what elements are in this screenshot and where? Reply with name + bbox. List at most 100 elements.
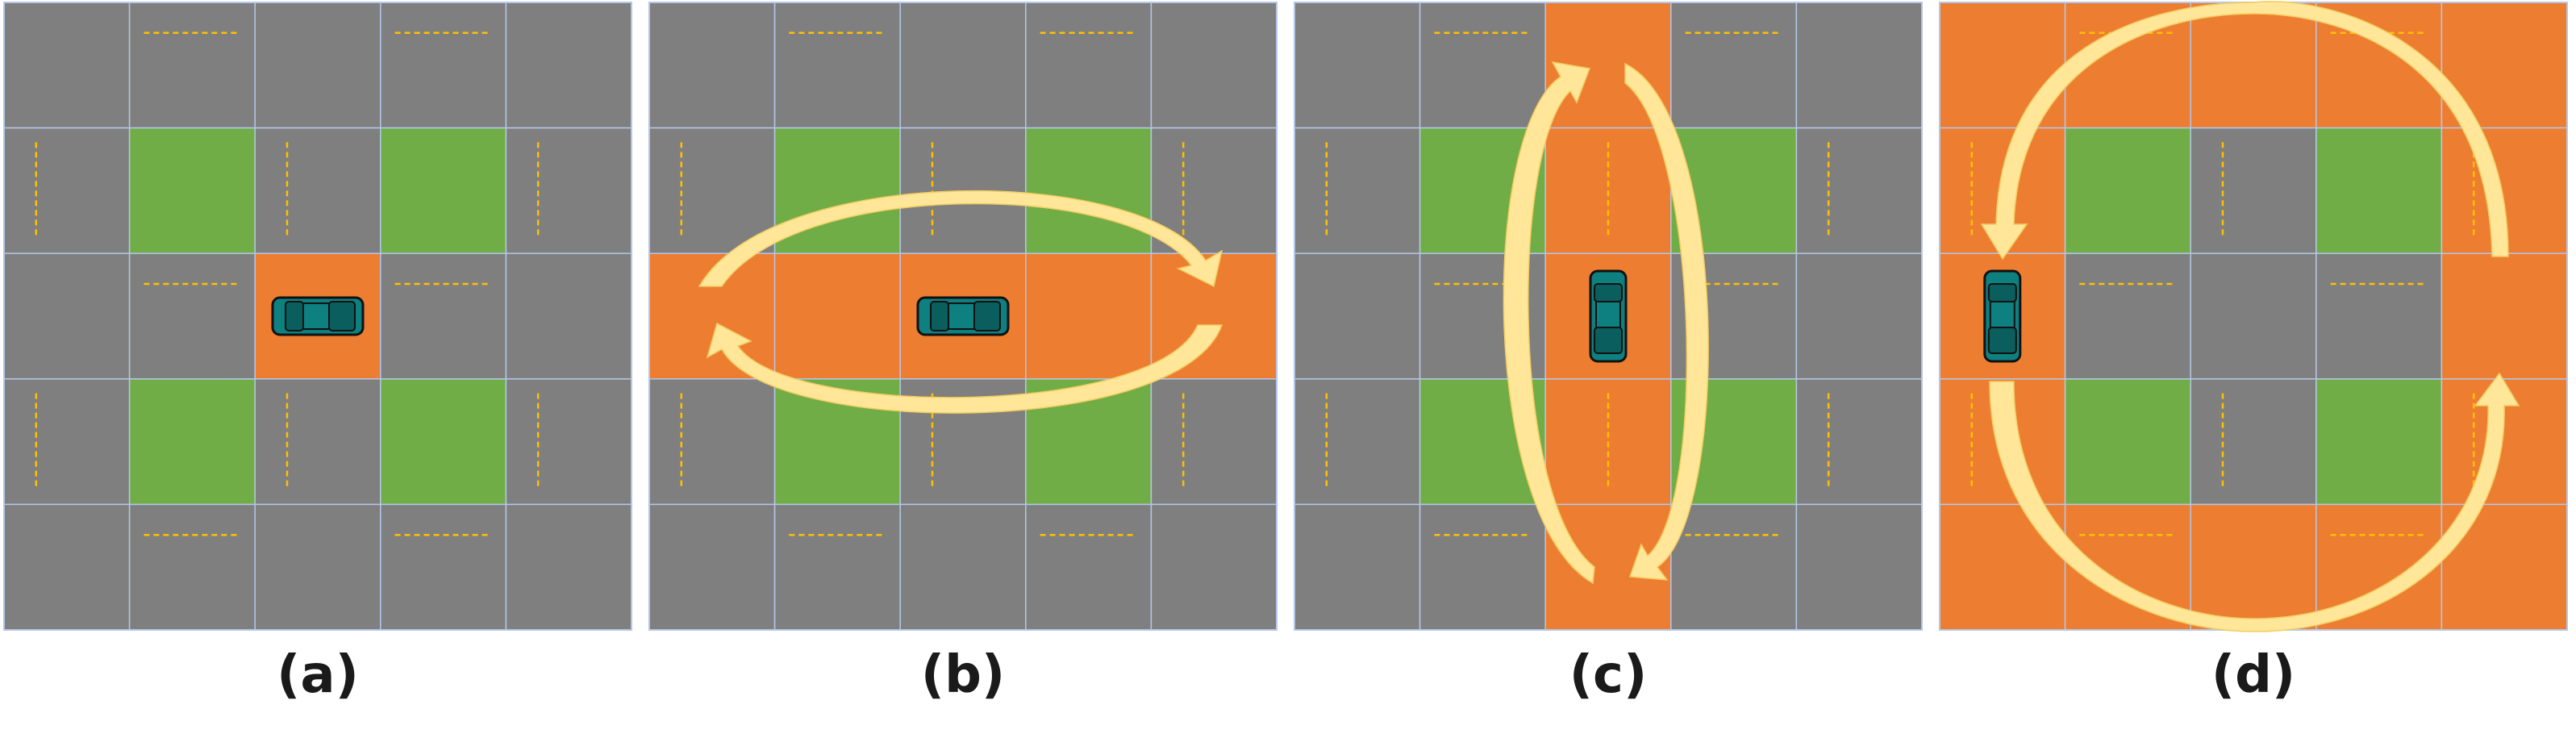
grid-border — [648, 2, 1278, 631]
cycle-arrow — [698, 190, 1223, 288]
road-cell — [899, 503, 1027, 631]
road-cell — [648, 127, 776, 254]
green-block — [128, 127, 256, 254]
green-block — [2315, 378, 2443, 506]
road-cell — [2190, 127, 2317, 254]
road-cell — [1670, 2, 1798, 129]
panel-d: (d) — [1939, 1, 2568, 705]
road-cell — [3, 503, 131, 631]
road-cell — [1150, 503, 1278, 631]
road-cell — [505, 378, 632, 506]
cycle-arrows — [1980, 1, 2520, 632]
panel-label: (c) — [1569, 645, 1647, 705]
road-cell — [505, 127, 632, 254]
highlighted-cell — [2441, 252, 2568, 380]
road-cell — [128, 2, 256, 129]
road-cell — [3, 127, 131, 254]
road-cell — [1025, 503, 1153, 631]
highlighted-cell — [2190, 503, 2317, 631]
road-cell — [899, 2, 1027, 129]
highlighted-cell — [773, 252, 901, 380]
road-cell — [3, 378, 131, 506]
road-cell — [2064, 252, 2191, 380]
road-cell — [648, 503, 776, 631]
road-cell — [3, 2, 131, 129]
panel-label: (d) — [2211, 645, 2295, 705]
road-cell — [128, 503, 256, 631]
car-icon — [1983, 269, 2022, 363]
road-cell — [505, 2, 632, 129]
highlighted-cell — [2190, 2, 2317, 129]
road-cell — [1795, 378, 1923, 506]
grid-cells — [3, 2, 632, 631]
road-cell — [380, 2, 507, 129]
road-cell — [128, 252, 256, 380]
panel-b: (b) — [648, 2, 1278, 705]
road-cell — [1795, 127, 1923, 254]
road-cell — [254, 503, 381, 631]
road-cell — [380, 252, 507, 380]
car-rear-window — [328, 301, 356, 331]
road-cell — [648, 2, 776, 129]
road-cell — [1419, 2, 1546, 129]
road-cell — [773, 503, 901, 631]
panel-label: (a) — [277, 645, 359, 705]
panels-layer: (a) (b) (c) (d) — [3, 1, 2568, 705]
car-windshield — [1987, 283, 2017, 302]
road-cell — [773, 2, 901, 129]
road-cell — [254, 127, 381, 254]
road-cell — [1795, 252, 1923, 380]
road-cell — [1025, 2, 1153, 129]
cycle-arrow — [1989, 372, 2520, 632]
car-icon — [271, 296, 365, 336]
green-block — [128, 378, 256, 506]
panel-label: (b) — [921, 645, 1005, 705]
road-cell — [3, 252, 131, 380]
road-cell — [1419, 503, 1546, 631]
road-cell — [1795, 503, 1923, 631]
road-cell — [1795, 2, 1923, 129]
road-cell — [1150, 378, 1278, 506]
road-cell — [2190, 378, 2317, 506]
car-rear-window — [1594, 327, 1623, 354]
green-block — [2064, 127, 2191, 254]
road-cell — [505, 252, 632, 380]
panel-a: (a) — [3, 2, 632, 705]
road-cell — [1294, 378, 1421, 506]
green-block — [380, 378, 507, 506]
road-cell — [254, 378, 381, 506]
grid-border — [1294, 2, 1923, 631]
car-icon — [916, 296, 1010, 336]
car-icon — [1589, 269, 1628, 363]
car-windshield — [285, 301, 304, 331]
highlighted-cell — [1025, 252, 1153, 380]
road-cell — [2190, 252, 2317, 380]
car-rear-window — [973, 301, 1001, 331]
car-rear-window — [1987, 327, 2017, 354]
car-windshield — [1594, 283, 1623, 302]
cycle-arrow — [1624, 62, 1709, 581]
lane-dividers — [680, 31, 1185, 536]
road-cell — [1150, 2, 1278, 129]
road-cell — [648, 378, 776, 506]
road-cell — [1294, 503, 1421, 631]
cycle-arrow — [1980, 1, 2509, 261]
car-windshield — [930, 301, 949, 331]
road-cell — [254, 2, 381, 129]
road-cell — [1294, 2, 1421, 129]
road-cell — [2315, 252, 2443, 380]
panel-c: (c) — [1294, 2, 1923, 705]
green-block — [2315, 127, 2443, 254]
road-cell — [1294, 252, 1421, 380]
grid-cells — [1939, 2, 2568, 631]
road-cell — [380, 503, 507, 631]
cycle-arrow — [1503, 60, 1595, 585]
cycle-arrows — [1503, 60, 1709, 585]
green-block — [1025, 127, 1153, 254]
cycle-arrows — [698, 190, 1223, 414]
cycle-arrow — [706, 322, 1223, 414]
grid-border — [3, 2, 632, 631]
road-cell — [1294, 127, 1421, 254]
green-block — [380, 127, 507, 254]
green-block — [2064, 378, 2191, 506]
